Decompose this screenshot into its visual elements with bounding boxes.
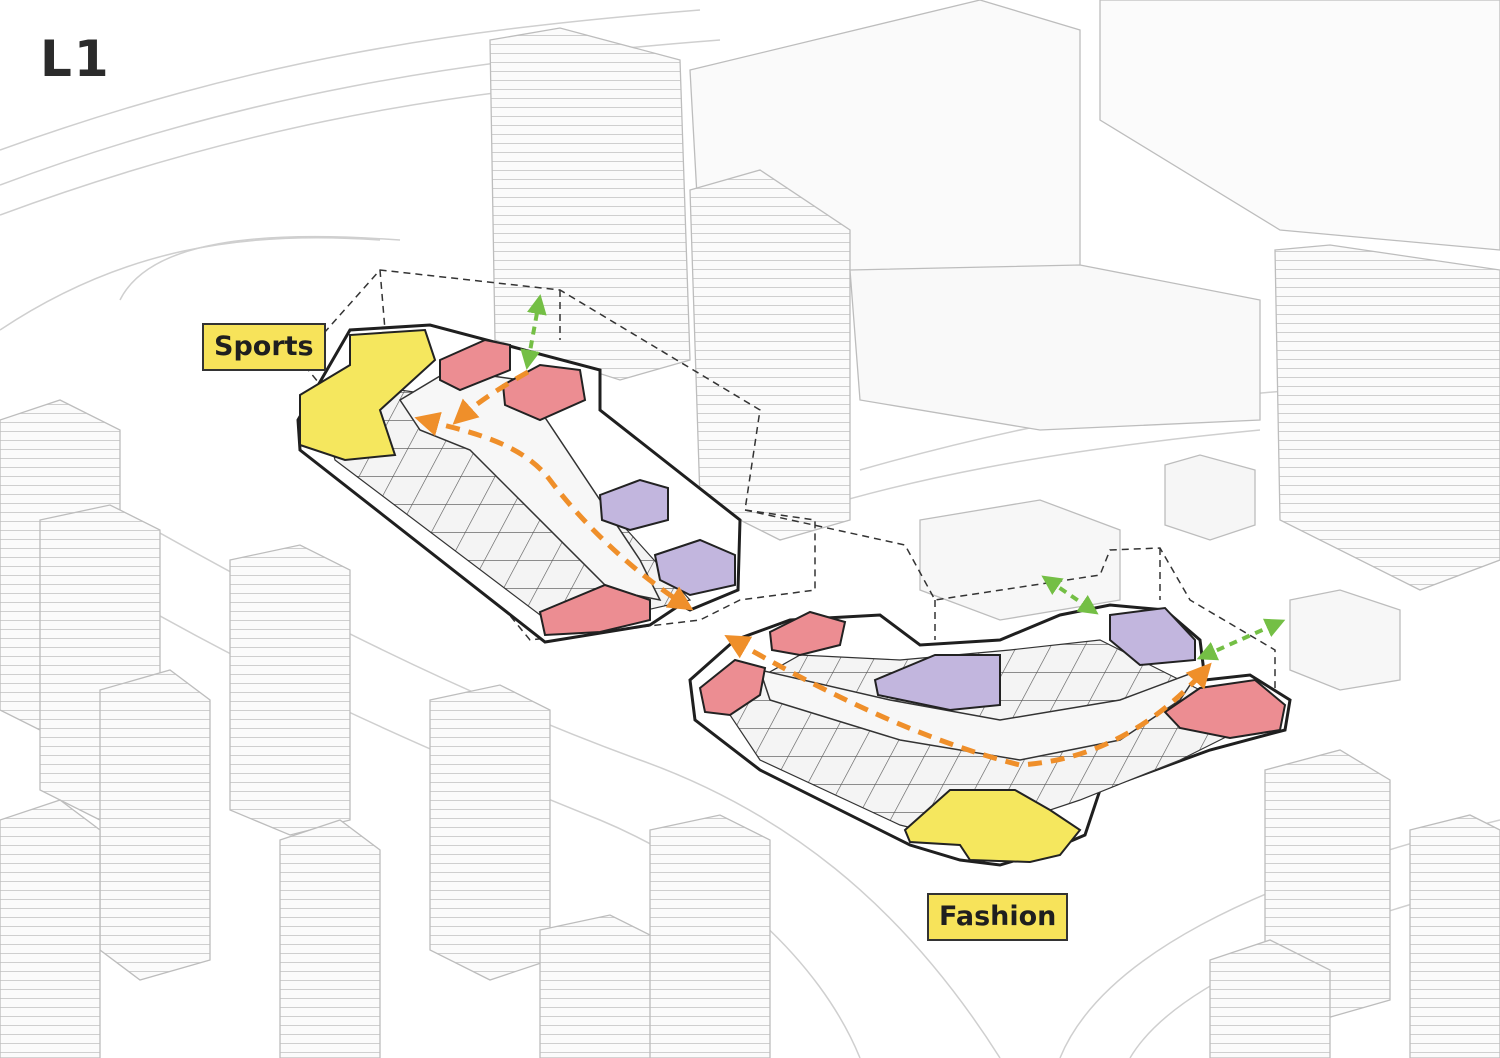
fashion-entrance-arrow-2 <box>1196 618 1286 661</box>
sports-entry-arrow <box>452 369 530 425</box>
fashion-anchor-zone <box>903 789 1082 864</box>
fashion-zone-label: Fashion <box>927 893 1069 941</box>
fashion-entrance-arrow-1 <box>1041 575 1099 615</box>
sports-circulation-arrow <box>414 411 694 611</box>
fashion-atrium <box>758 668 1202 761</box>
level-label: L1 <box>40 30 111 88</box>
fashion-circulation-arrow <box>724 635 1212 768</box>
circulation-paths <box>414 369 1212 768</box>
sports-block <box>296 323 742 644</box>
entrance-arrows <box>520 294 1286 661</box>
sports-zone-label: Sports <box>202 323 326 371</box>
sports-anchor-zone <box>299 328 437 462</box>
fashion-block <box>688 603 1292 867</box>
sports-retail-red-1 <box>439 338 511 392</box>
sports-entrance-arrow <box>520 294 547 370</box>
